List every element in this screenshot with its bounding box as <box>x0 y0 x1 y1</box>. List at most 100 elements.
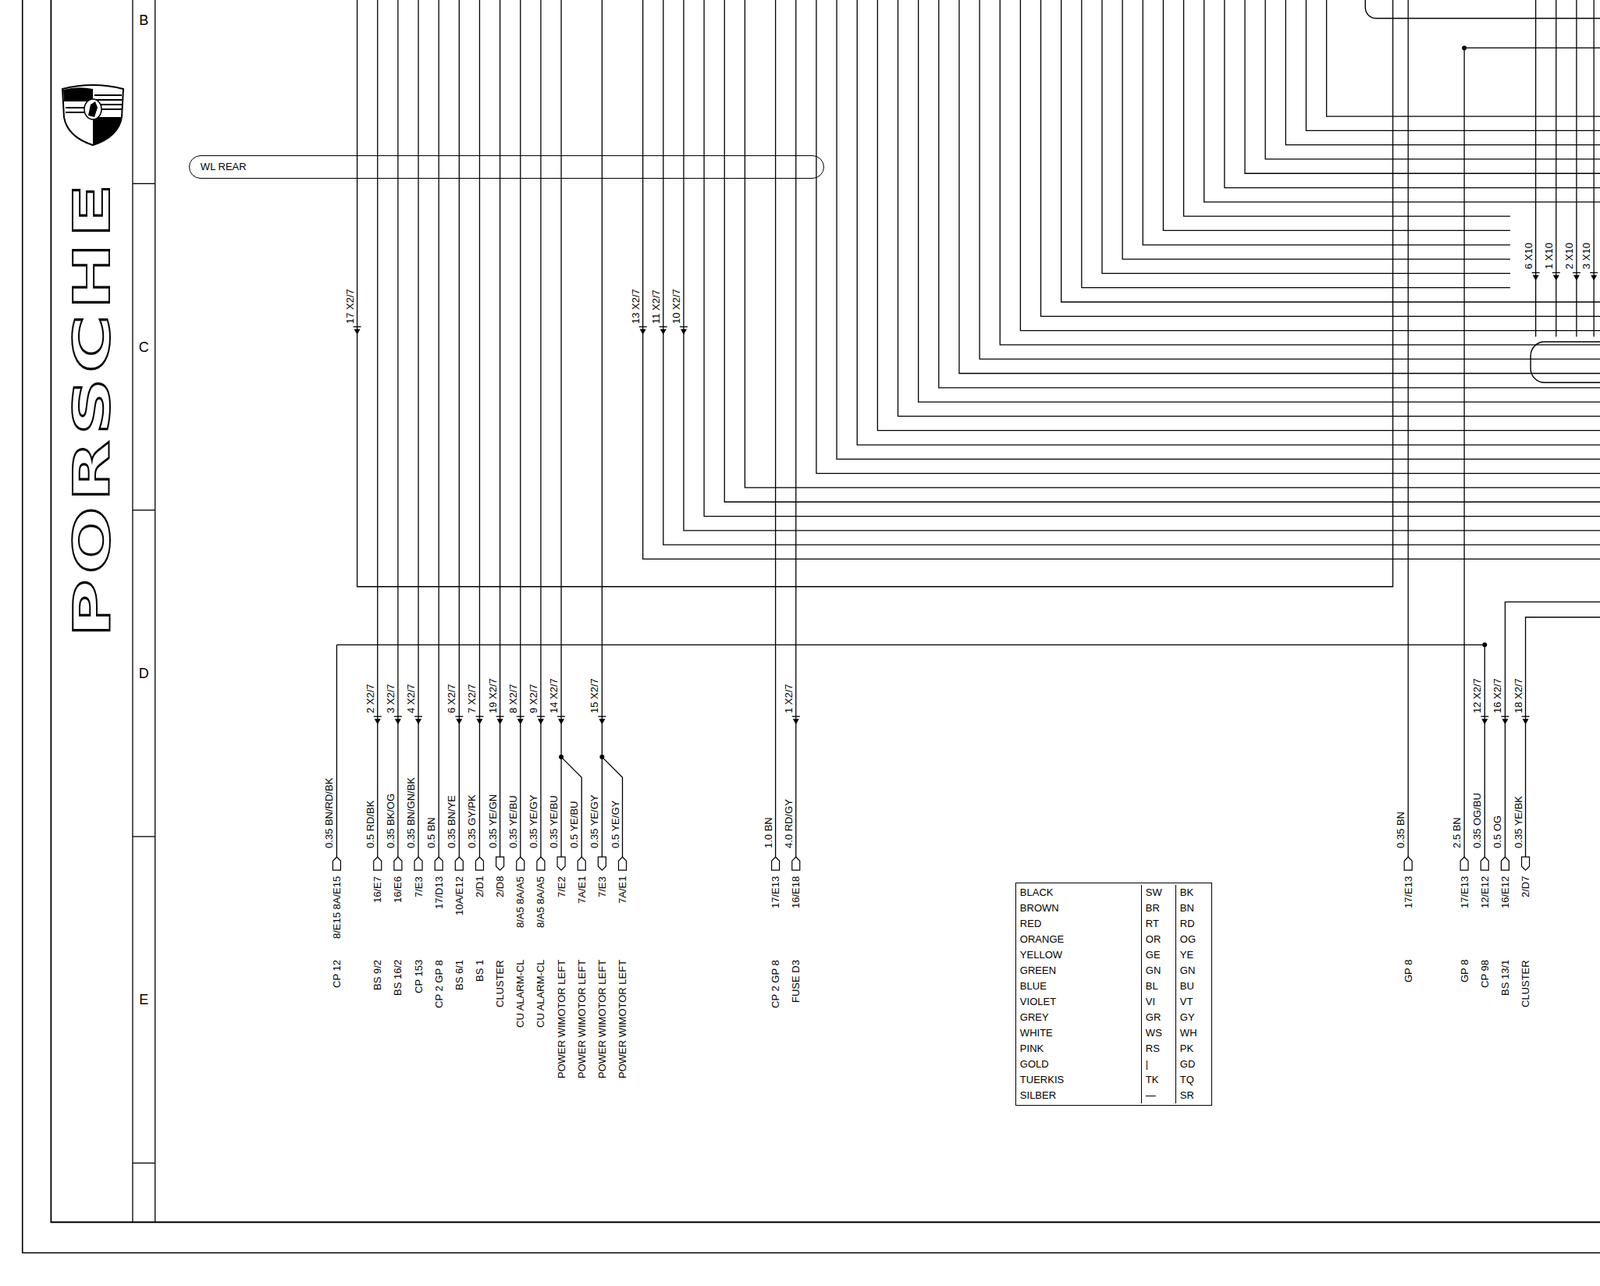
terminal-code: 8/E15 8A/E15 <box>330 875 343 940</box>
grid-tick <box>132 183 156 185</box>
connector-pin <box>373 716 382 718</box>
table-cell: GN <box>1141 963 1176 979</box>
table-cell: BROWN <box>1016 900 1142 917</box>
terminal-code: 2/D1 <box>473 874 486 898</box>
connector-pin <box>516 716 525 718</box>
connector-pin <box>1590 274 1597 281</box>
terminal-code: 2/D7 <box>1519 874 1532 898</box>
wire <box>918 0 1600 402</box>
connector-pin <box>1589 272 1598 274</box>
pin-label: 6 X10 <box>1522 241 1535 271</box>
table-cell: | <box>1141 1056 1176 1073</box>
connector-pin <box>792 718 800 725</box>
wire-label: 0.35 YE/GY <box>527 793 540 849</box>
pin-label: 1 X2/7 <box>782 683 795 715</box>
wire <box>601 757 623 857</box>
terminal-tag <box>792 856 800 871</box>
pin-label: 3 X2/7 <box>384 683 397 715</box>
component-name: CP 153 <box>412 959 425 995</box>
wire <box>683 0 1600 531</box>
table-cell: YELLOW <box>1016 947 1142 964</box>
wire <box>877 0 1600 431</box>
connector-pin <box>455 718 463 725</box>
component-name: POWER WIMOTOR LEFT <box>555 959 568 1080</box>
grid-letter: D <box>138 665 150 682</box>
pin-label: 4 X2/7 <box>405 683 417 715</box>
grid-tick <box>132 509 156 511</box>
connector-pin <box>536 716 545 718</box>
component-name: GP 8 <box>1458 959 1471 984</box>
pin-label: 15 X2/7 <box>588 677 601 715</box>
table-cell: TK <box>1141 1072 1176 1088</box>
terminal-code: 8/A5 8A/A5 <box>534 875 547 929</box>
wire <box>1061 0 1600 303</box>
wire-label: 0.35 OG/BU <box>1471 792 1483 850</box>
wire <box>795 0 797 857</box>
table-cell: GOLD <box>1016 1056 1142 1073</box>
pin-label: 18 X2/7 <box>1512 677 1525 715</box>
terminal-tag <box>1480 856 1489 871</box>
connector-pin <box>1522 718 1529 725</box>
wire <box>1555 0 1557 337</box>
component-name: CLUSTER <box>1519 959 1532 1009</box>
table-cell: VI <box>1141 994 1176 1010</box>
terminal-tag <box>394 856 402 871</box>
terminal-tag <box>496 856 505 871</box>
table-cell: GREEN <box>1016 963 1142 979</box>
wire <box>816 0 1600 474</box>
terminal-tag <box>618 856 627 871</box>
component-name: BS 1 <box>473 959 486 983</box>
table-cell: VIOLET <box>1016 994 1142 1010</box>
wire <box>1464 47 1600 857</box>
table-cell: WH <box>1175 1025 1212 1042</box>
connector-pin <box>1500 716 1509 718</box>
wire <box>561 757 582 857</box>
wire-label: 0.35 YE/BK <box>1512 795 1525 850</box>
table-cell: GE <box>1141 947 1176 964</box>
pin-label: 12 X2/7 <box>1471 677 1483 715</box>
terminal-tag <box>577 856 586 871</box>
terminal-tag <box>414 856 423 871</box>
wire-label: 0.5 YE/GY <box>609 800 622 850</box>
table-cell: GN <box>1175 963 1212 979</box>
connector-pin <box>598 718 605 725</box>
table-cell: GREY <box>1016 1009 1142 1026</box>
grid-letter: E <box>138 992 150 1008</box>
table-cell: BL <box>1141 978 1176 995</box>
connector-pin <box>639 326 648 328</box>
wire <box>663 0 1600 545</box>
wire <box>999 0 1600 345</box>
wire <box>1504 601 1600 857</box>
pin-label: 2 X10 <box>1563 241 1576 271</box>
wire <box>643 0 1600 559</box>
wire <box>1224 0 1600 189</box>
grid-letter: C <box>138 339 150 356</box>
connector-pin <box>679 326 688 328</box>
terminal-code: 7/E2 <box>555 875 568 899</box>
connector-pin <box>475 716 484 718</box>
terminal-code: 12/E12 <box>1479 875 1491 910</box>
table-cell: RS <box>1141 1041 1176 1057</box>
connector-pin <box>1532 274 1540 281</box>
table-cell: BLACK <box>1016 885 1142 901</box>
connector-pin <box>659 326 668 328</box>
wire <box>1265 0 1600 160</box>
connector-pin <box>660 329 667 335</box>
table-cell: BU <box>1175 978 1212 995</box>
table-cell: BN <box>1175 900 1212 917</box>
pin-label: 7 X2/7 <box>465 683 478 715</box>
wire <box>856 0 1600 445</box>
connector-pin <box>640 329 647 335</box>
connector-pin <box>415 718 422 725</box>
component-name: CU ALARM-CL <box>514 959 527 1029</box>
table-cell: ORANGE <box>1016 931 1142 948</box>
wire <box>336 644 338 857</box>
wire-label: 0.35 BN/RD/BK <box>323 776 335 849</box>
table-cell: YE <box>1175 947 1212 964</box>
wire <box>499 0 501 857</box>
terminal-tag <box>557 856 566 871</box>
terminal-code: 17/E13 <box>769 875 782 910</box>
wire <box>1081 0 1511 288</box>
harness-band <box>1530 341 1600 383</box>
